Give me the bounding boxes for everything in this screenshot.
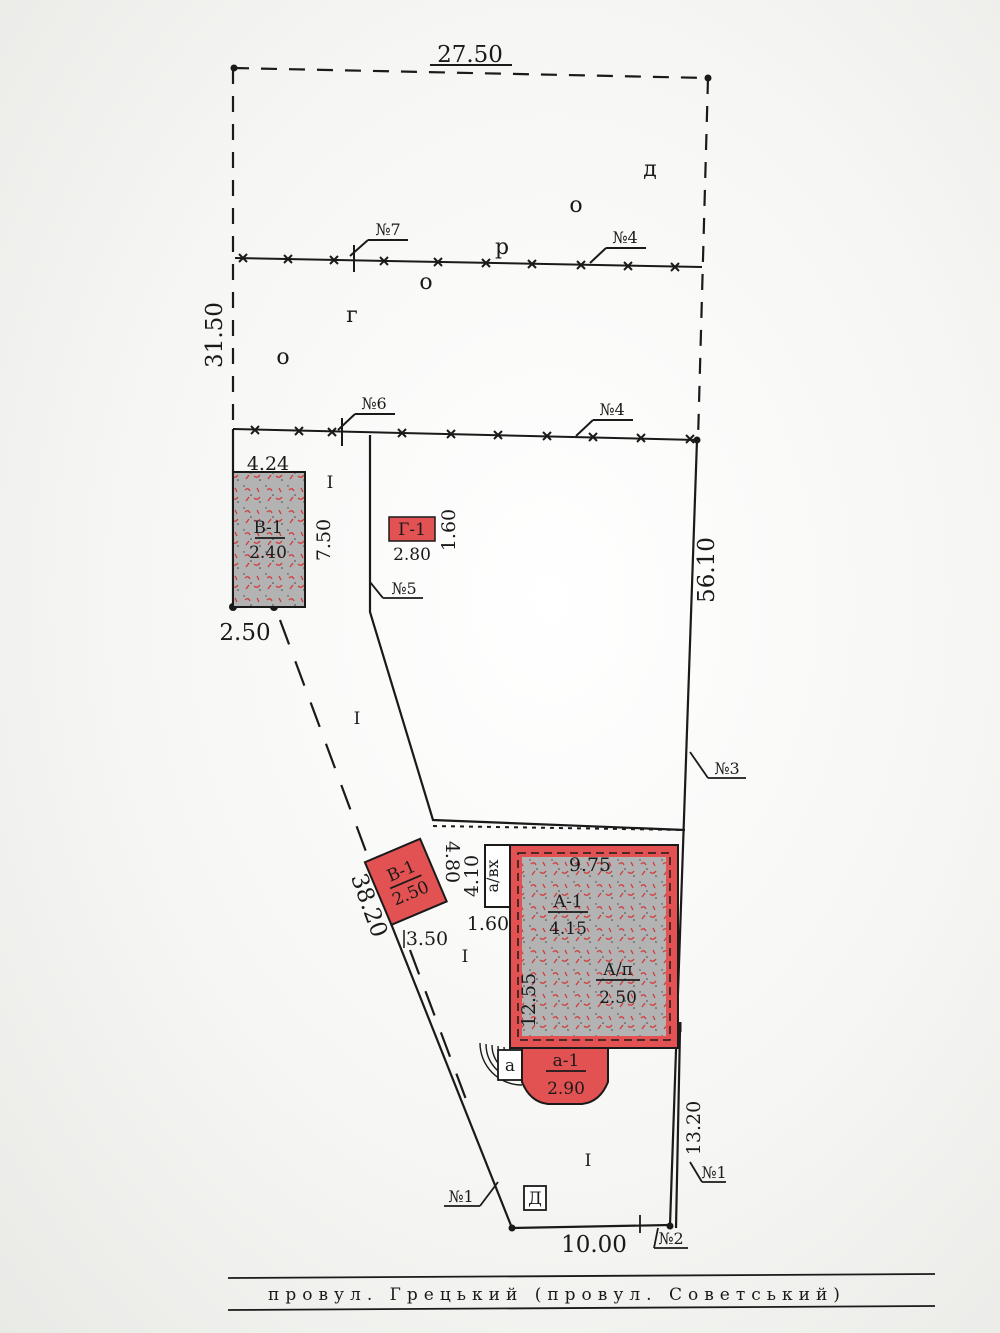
building-b-upper-height: 7.50: [313, 519, 335, 561]
dim-garden-depth: 31.50: [202, 302, 228, 368]
zone-label: I: [327, 473, 334, 493]
dim-top-width: 27.50: [437, 42, 503, 68]
building-a-main-length: 12.55: [518, 973, 540, 1027]
building-a-small-value: 2.90: [547, 1079, 585, 1099]
garden-letter: р: [495, 235, 509, 260]
structure-d-name: Д: [528, 1189, 542, 1209]
marker-no1-right: №1: [701, 1163, 726, 1182]
garden-letter: г: [346, 303, 358, 328]
structure-d: Д: [523, 1185, 547, 1211]
porch-name: а/вх: [483, 860, 502, 893]
marker-no2: №2: [658, 1229, 683, 1248]
garden-outline: [231, 66, 710, 441]
corner-point: [666, 1222, 674, 1230]
marker-no3: №3: [714, 759, 739, 778]
corner-point: [704, 74, 712, 82]
marker-leaders: [369, 581, 746, 1249]
garden-letter: о: [419, 270, 432, 295]
building-b-upper: В-1 2.40: [232, 471, 306, 608]
building-b-upper-width: 4.24: [247, 453, 289, 475]
dim-right-side: 56.10: [694, 537, 720, 603]
porch-dim-b: 1.60: [467, 913, 509, 935]
lot-boundary: [231, 429, 699, 1230]
building-a-main: А-1 4.15 А/п 2.50: [509, 844, 679, 1049]
porch-dim-a: 4.10: [461, 855, 483, 897]
zone-label: I: [585, 1151, 592, 1171]
corner-point: [508, 1224, 516, 1232]
building-a-small: а а-1 2.90: [479, 1042, 609, 1105]
street-lines: [227, 1273, 936, 1311]
marker-no4-upper: №4: [612, 228, 637, 247]
dim-front-right: 13.20: [683, 1101, 705, 1155]
partition-dotted: [432, 825, 686, 831]
left-boundary-dashed: [278, 619, 472, 1111]
street-name: провул. Грецький (провул. Советський): [268, 1285, 846, 1305]
building-g-value: 2.80: [393, 545, 431, 565]
building-a-main-value: 4.15: [549, 919, 587, 939]
corner-point: [230, 64, 238, 72]
marker-no1-left: №1: [448, 1187, 473, 1206]
garden-letter: о: [276, 345, 289, 370]
building-b-upper-extra: 2.50: [219, 620, 270, 646]
building-a-attic-value: 2.50: [599, 988, 637, 1008]
porch: а/вх: [483, 844, 511, 908]
marker-no6: №6: [361, 394, 386, 413]
building-a-main-name: А-1: [553, 892, 582, 912]
building-b-upper-value: 2.40: [249, 543, 287, 563]
dim-bottom-frontage: 10.00: [561, 1232, 627, 1258]
building-a-small-letter: а: [505, 1056, 515, 1076]
fence-line-lower: [232, 413, 698, 446]
marker-no4-lower: №4: [599, 400, 624, 419]
zone-label: I: [462, 947, 469, 967]
corner-point: [693, 436, 701, 444]
building-g: Г-1 2.80: [388, 516, 436, 565]
zone-label: I: [354, 709, 361, 729]
building-b-lower: В-1 2.50: [363, 837, 448, 927]
garden-letter: д: [643, 157, 657, 182]
building-b-lower-dim-a: 4.80: [441, 841, 463, 883]
garden-letter: о: [569, 193, 582, 218]
building-g-name: Г-1: [398, 520, 426, 540]
building-g-dim: 1.60: [438, 509, 460, 551]
building-b-upper-name: В-1: [253, 518, 282, 538]
building-a-main-width: 9.75: [569, 854, 611, 876]
building-b-lower-dim-b: 3.50: [406, 928, 448, 950]
building-a-small-name: а-1: [553, 1051, 580, 1071]
building-a-attic-name: А/п: [603, 960, 633, 980]
marker-no5: №5: [391, 579, 416, 598]
marker-no7: №7: [375, 220, 400, 239]
fence-line-upper: [234, 239, 703, 272]
